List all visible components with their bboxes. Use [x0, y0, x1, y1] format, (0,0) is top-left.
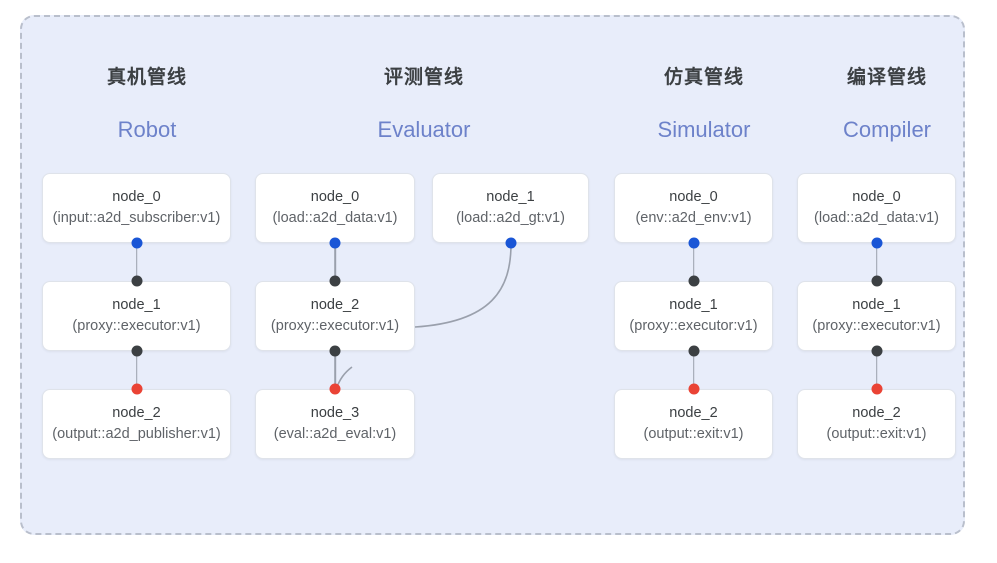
port-out-simulator-0[interactable] — [688, 237, 699, 249]
node-simulator-2[interactable]: node_2 (output::exit:v1) — [614, 389, 773, 459]
node-evaluator-2[interactable]: node_2 (proxy::executor:v1) — [255, 281, 415, 351]
column-title-en-compiler: Compiler — [842, 117, 932, 142]
node-simulator-0[interactable]: node_0 (env::a2d_env:v1) — [614, 173, 773, 243]
node-evaluator-0[interactable]: node_0 (load::a2d_data:v1) — [255, 173, 415, 243]
link-evaluator-2-3 — [334, 351, 336, 389]
link-compiler-0-1 — [875, 243, 878, 281]
node-id: node_0 — [852, 188, 901, 205]
node-id: node_2 — [310, 296, 360, 313]
node-type: (proxy::executor:v1) — [72, 318, 201, 334]
column-header-robot: 真机管线 Robot — [22, 62, 272, 143]
port-out-compiler-1[interactable] — [871, 345, 882, 357]
column-header-simulator: 仿真管线 Simulator — [594, 62, 814, 143]
node-type: (output::exit:v1) — [643, 426, 744, 442]
node-type: (output::a2d_publisher:v1) — [52, 426, 221, 442]
node-type: (load::a2d_data:v1) — [814, 210, 939, 226]
port-in-compiler-2[interactable] — [871, 383, 882, 395]
port-in-robot-2[interactable] — [131, 383, 142, 395]
column-title-cn-compiler: 编译管线 — [846, 67, 927, 88]
node-id: node_0 — [310, 188, 360, 205]
node-compiler-0[interactable]: node_0 (load::a2d_data:v1) — [797, 173, 956, 243]
port-in-evaluator-3[interactable] — [329, 383, 341, 395]
node-type: (proxy::executor:v1) — [270, 318, 400, 334]
port-out-robot-1[interactable] — [131, 345, 142, 357]
node-compiler-1[interactable]: node_1 (proxy::executor:v1) — [797, 281, 956, 351]
link-compiler-1-2 — [875, 351, 878, 389]
column-title-cn-robot: 真机管线 — [106, 67, 187, 88]
node-robot-0[interactable]: node_0 (input::a2d_subscriber:v1) — [42, 173, 231, 243]
node-id: node_1 — [112, 296, 161, 313]
column-title-cn-evaluator: 评测管线 — [383, 67, 464, 88]
node-type: (load::a2d_gt:v1) — [456, 210, 565, 226]
node-type: (env::a2d_env:v1) — [635, 210, 752, 226]
node-id: node_2 — [669, 404, 718, 421]
node-type: (proxy::executor:v1) — [812, 318, 941, 334]
node-id: node_1 — [669, 296, 718, 313]
link-robot-0-1 — [135, 243, 138, 281]
port-in-evaluator-2[interactable] — [329, 275, 341, 287]
column-title-en-simulator: Simulator — [657, 117, 751, 142]
port-out-evaluator-1[interactable] — [505, 237, 517, 249]
node-id: node_0 — [669, 188, 718, 205]
node-type: (output::exit:v1) — [826, 426, 927, 442]
port-out-simulator-1[interactable] — [688, 345, 699, 357]
pipeline-diagram-canvas: 真机管线 Robot node_0 (input::a2d_subscriber… — [20, 15, 965, 535]
node-robot-1[interactable]: node_1 (proxy::executor:v1) — [42, 281, 231, 351]
column-title-cn-simulator: 仿真管线 — [663, 67, 744, 88]
link-simulator-0-1 — [692, 243, 695, 281]
node-robot-2[interactable]: node_2 (output::a2d_publisher:v1) — [42, 389, 231, 459]
node-id: node_1 — [486, 188, 535, 205]
node-id: node_2 — [852, 404, 901, 421]
node-evaluator-1[interactable]: node_1 (load::a2d_gt:v1) — [432, 173, 589, 243]
node-type: (proxy::executor:v1) — [629, 318, 758, 334]
node-id: node_3 — [310, 404, 360, 421]
column-header-evaluator: 评测管线 Evaluator — [234, 62, 614, 143]
node-id: node_2 — [112, 404, 161, 421]
node-type: (input::a2d_subscriber:v1) — [52, 210, 221, 226]
node-simulator-1[interactable]: node_1 (proxy::executor:v1) — [614, 281, 773, 351]
port-out-evaluator-2[interactable] — [329, 345, 341, 357]
node-id: node_1 — [852, 296, 901, 313]
node-type: (load::a2d_data:v1) — [272, 210, 398, 226]
port-out-compiler-0[interactable] — [871, 237, 882, 249]
edge-gt-to-executor — [414, 243, 512, 328]
link-evaluator-0-2 — [334, 243, 336, 281]
link-robot-1-2 — [135, 351, 138, 389]
node-evaluator-3[interactable]: node_3 (eval::a2d_eval:v1) — [255, 389, 415, 459]
port-in-simulator-2[interactable] — [688, 383, 699, 395]
column-title-en-robot: Robot — [117, 117, 177, 142]
column-title-en-evaluator: Evaluator — [377, 117, 471, 142]
node-id: node_0 — [112, 188, 161, 205]
column-header-compiler: 编译管线 Compiler — [777, 62, 997, 143]
link-simulator-1-2 — [692, 351, 695, 389]
port-out-evaluator-0[interactable] — [329, 237, 341, 249]
node-compiler-2[interactable]: node_2 (output::exit:v1) — [797, 389, 956, 459]
port-out-robot-0[interactable] — [131, 237, 142, 249]
node-type: (eval::a2d_eval:v1) — [273, 426, 397, 442]
port-in-robot-1[interactable] — [131, 275, 142, 287]
port-in-compiler-1[interactable] — [871, 275, 882, 287]
port-in-simulator-1[interactable] — [688, 275, 699, 287]
